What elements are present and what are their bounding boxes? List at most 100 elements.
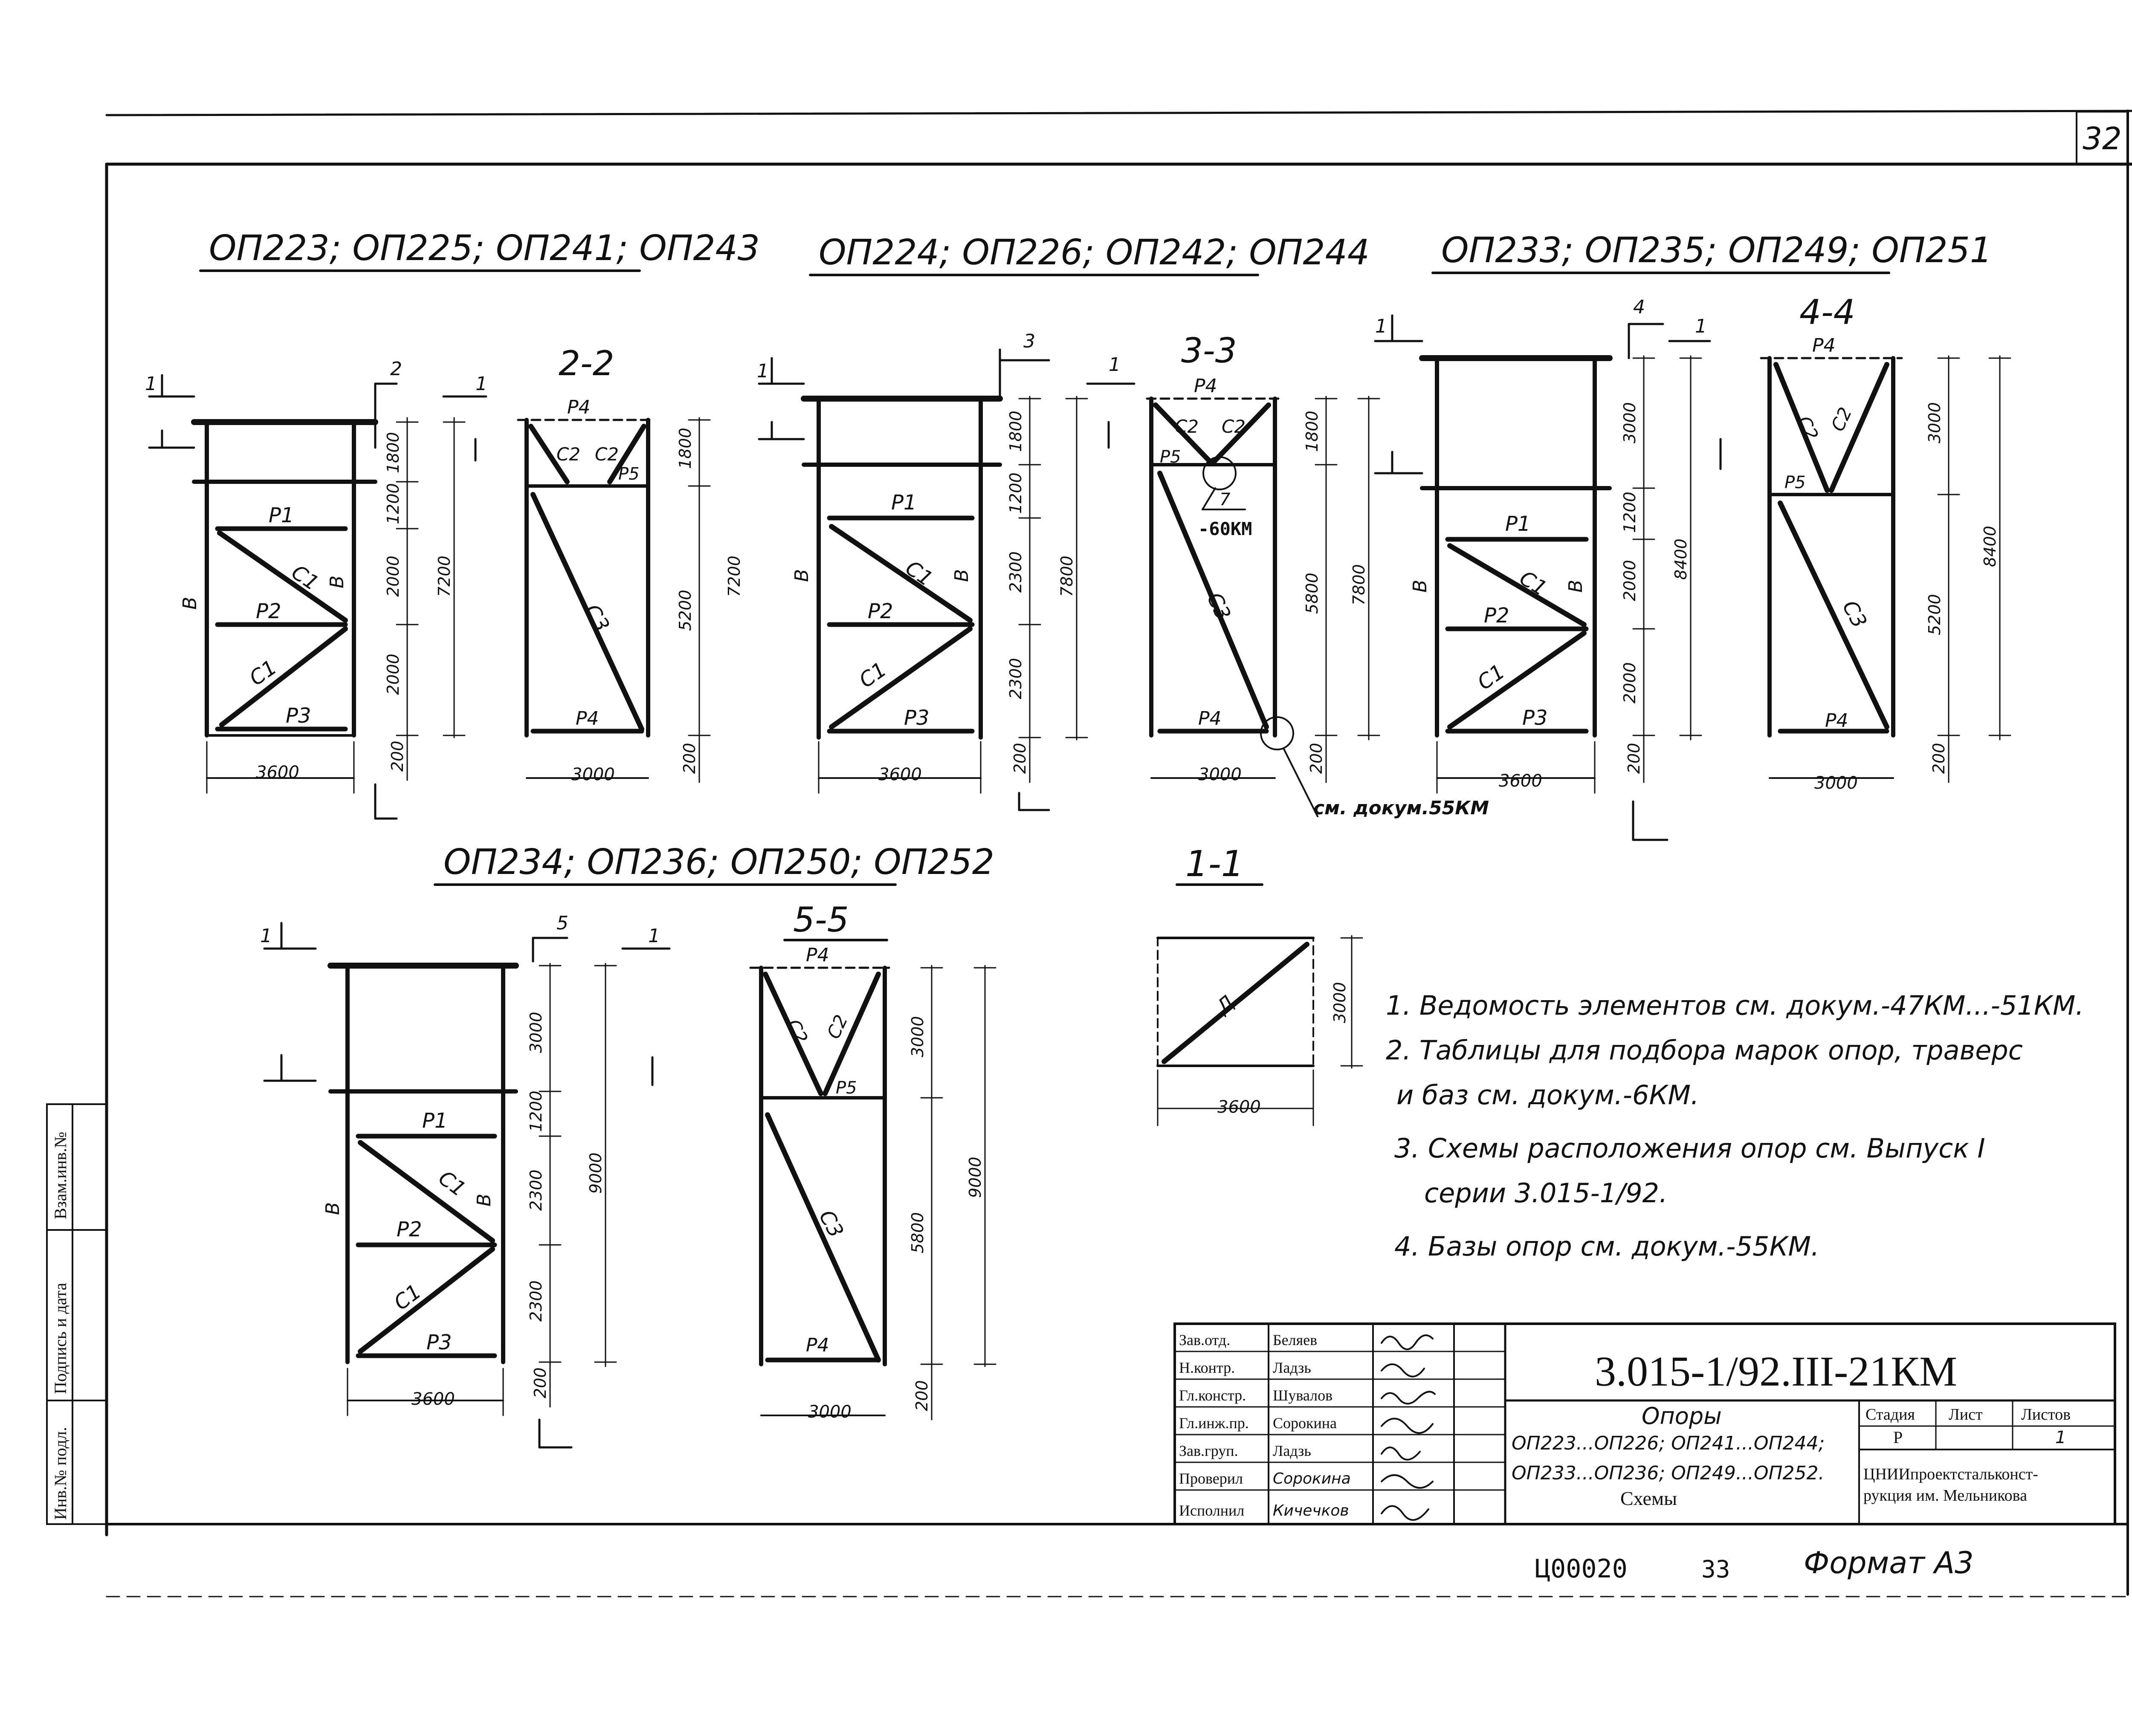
note-1: 1. Ведомость элементов см. докум.-47КМ..… [1386,990,2084,1021]
footer-format: Формат А3 [1804,1545,1974,1580]
s44-width: 3000 [1814,773,1858,793]
role-3: Гл.инж.пр. [1179,1415,1249,1432]
group-2-front-view [801,396,1003,794]
role-4: Зав.груп. [1179,1442,1238,1459]
s55-h1: 3000 [908,1016,927,1057]
section-5-5-title: 5-5 [793,900,849,940]
g1-label-v1: В [179,597,201,610]
g1-label-r2: Р2 [256,599,281,623]
s33-label-r5: Р5 [1160,447,1181,467]
g1-cut-2: 2 [390,358,402,380]
g1-total: 7200 [435,556,454,597]
g4-label-c1a: С1 [434,1166,470,1201]
s44-h3: 200 [1929,743,1948,774]
name-2: Шувалов [1273,1387,1332,1404]
group-4-front-dims [539,963,617,1408]
s44-label-c2b: С2 [1827,404,1856,435]
section-2-2-view [517,418,652,779]
s55-label-r4-bottom: Р4 [806,1334,829,1356]
name-6: Кичечков [1273,1502,1349,1519]
g4-label-r2: Р2 [397,1218,422,1241]
name-0: Беляев [1273,1331,1317,1348]
plan-view-title: 1-1 [1185,843,1244,885]
s22-label-r4-bottom: Р4 [576,708,599,729]
g4-cut-2: 5 [556,912,568,934]
group-1-cut-marks [148,374,487,820]
g2-label-v1: В [791,569,813,582]
g1-label-r1: Р1 [269,503,294,527]
s22-label-r4-top: Р4 [567,396,591,418]
s44-label-c3: С3 [1837,596,1871,632]
g1-h3: 2000 [384,556,403,597]
g3-label-r3: Р3 [1522,706,1547,730]
title-block-org-2: рукция им. Мельникова [1863,1487,2027,1505]
g3-h1: 3000 [1620,402,1639,443]
title-block-sheets: 1 [2055,1428,2066,1447]
s33-label-c2a: С2 [1175,416,1199,437]
g1-width-front: 3600 [256,763,299,782]
s22-h2: 5200 [676,590,695,631]
g3-label-c1a: С1 [1515,566,1551,601]
g3-h3: 2000 [1620,560,1639,601]
g2-h2: 1200 [1006,472,1025,514]
name-5: Сорокина [1273,1470,1351,1487]
section-4-4-dims [1937,355,2011,783]
g3-label-v2: В [1565,580,1587,593]
section-2-2-title: 2-2 [559,344,614,383]
g4-cut-3: 1 [648,925,660,947]
title-block-grid [1173,1322,2116,1525]
group-2-cut-marks [758,348,1136,811]
g2-total: 7800 [1057,556,1076,597]
group-3-cut-marks [1374,314,1722,841]
s44-label-r5: Р5 [1784,473,1806,492]
g2-label-r2: Р2 [868,599,893,623]
s55-width: 3000 [808,1402,852,1422]
g2-label-r1: Р1 [891,491,916,515]
g4-h5: 200 [531,1367,550,1398]
s33-total: 7800 [1350,564,1368,605]
g4-h2: 1200 [527,1091,545,1132]
s33-label-c3: С3 [1202,589,1235,624]
s55-label-c3: С3 [814,1206,848,1241]
g1-h5: 200 [388,741,407,772]
g1-label-v2: В [326,576,348,588]
title-block-roles: Зав.отд. Беляев Н.контр. Ладзь Гл.констр… [1179,1331,1351,1519]
g3-width-front: 3600 [1499,771,1542,791]
group-1-title: ОП223; ОП225; ОП241; ОП243 [209,228,760,269]
side-stamp-label-2: Подпись и дата [51,1283,70,1394]
section-3-3-title: 3-3 [1181,331,1237,370]
s55-h3: 200 [912,1380,931,1411]
title-block-org-1: ЦНИИпроектстальконст- [1863,1465,2038,1483]
s44-label-r4-bottom: Р4 [1825,710,1848,732]
name-4: Ладзь [1273,1442,1311,1459]
g2-label-v2: В [951,569,973,582]
s44-total: 8400 [1981,526,1999,567]
g3-h4: 2000 [1620,662,1639,703]
g4-width-front: 3600 [411,1389,455,1409]
g2-width-front: 3600 [878,765,922,784]
g4-label-r3: Р3 [426,1331,452,1354]
g4-cut-1: 1 [260,925,272,947]
group-3-front-dims [1632,355,1702,783]
s33-h2: 5800 [1303,573,1321,614]
g2-h1: 1800 [1006,411,1025,452]
role-2: Гл.констр. [1179,1387,1246,1404]
section-5-5-dims [920,965,996,1421]
role-1: Н.контр. [1179,1359,1235,1376]
section-3-3-view [1146,396,1318,817]
title-block-subtitle-2: ОП233...ОП236; ОП249...ОП252. [1512,1462,1825,1484]
footer-inventory: Ц00020 [1535,1554,1628,1584]
group-4-cut-marks [263,922,671,1449]
signatures [1381,1334,1436,1521]
s22-width: 3000 [571,765,615,784]
g4-label-r1: Р1 [422,1109,447,1133]
g2-h3: 2300 [1006,551,1025,593]
title-block-stage-header: Стадия [1866,1406,1915,1424]
g4-h4: 2300 [527,1280,545,1322]
name-1: Ладзь [1273,1359,1311,1376]
side-stamp-label-3: Инв.№ подл. [51,1427,70,1520]
group-4-front-view [327,963,519,1416]
g1-h2: 1200 [384,483,403,524]
s33-callout-doc: -60КМ [1198,518,1252,539]
g2-label-r3: Р3 [904,706,929,730]
